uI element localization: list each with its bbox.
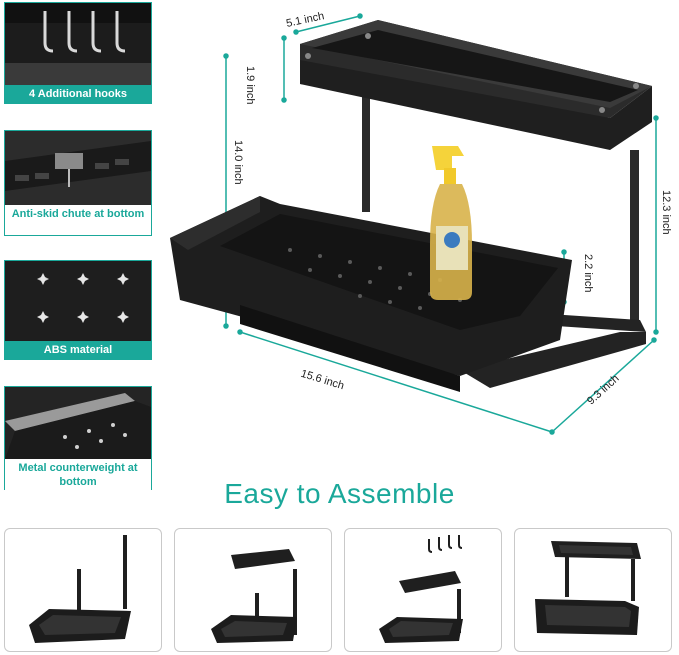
spray-bottle [430,146,472,300]
post-left [362,92,370,212]
feature-caption: Anti-skid chute at bottom [5,205,151,223]
feature-caption: ABS material [5,341,151,359]
hooks-icon [5,3,151,85]
chute-icon [5,131,151,205]
headline: Easy to Assemble [224,478,455,509]
assembly-step-3 [344,528,502,652]
vent-pattern-icon [5,261,151,341]
assembly-step-2 [174,528,332,652]
dim-total-height: 14.0 inch [232,140,244,185]
feature-abs: ABS material [4,260,152,360]
dimension-lines [223,13,659,435]
feature-counterweight: Metal counterweight at bottom [4,386,152,491]
top-shelf [300,20,652,150]
step-1-icon [29,535,131,643]
assembly-step-4 [514,528,672,652]
chute-photo [5,131,151,205]
abs-photo [5,261,151,341]
assembly-step-1 [4,528,162,652]
dim-top-height: 1.9 inch [244,66,256,105]
product-illustration [170,13,659,435]
step-4-icon [535,541,641,635]
step-2-icon [211,549,297,643]
post-right [630,150,639,320]
feature-chute: Anti-skid chute at bottom [4,130,152,236]
hooks-photo [5,3,151,85]
feature-caption: Metal counterweight at bottom [5,459,151,491]
dim-post-height: 12.3 inch [660,190,672,235]
feature-hooks: 4 Additional hooks [4,2,152,104]
step-3-icon [379,535,463,643]
dim-drawer-lip: 2.2 inch [582,254,594,293]
counterweight-photo [5,387,151,459]
feature-caption: 4 Additional hooks [5,85,151,103]
counterweight-icon [5,387,151,459]
